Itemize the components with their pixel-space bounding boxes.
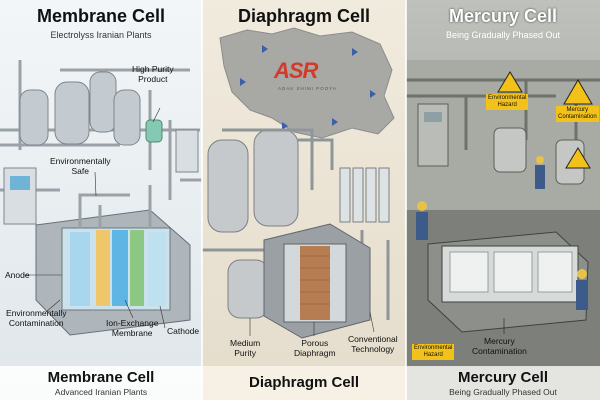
company-logo: ASR ADAK SHIMI POOYA xyxy=(274,58,338,98)
mercury-illustration xyxy=(406,60,600,370)
mercury-footer: Mercury Cell Being Gradually Phased Out xyxy=(406,366,600,400)
diaphragm-title: Diaphragm Cell xyxy=(237,6,371,26)
membrane-illustration xyxy=(0,60,202,336)
label-cathode: Cathode xyxy=(167,326,200,336)
diaphragm-footer: Diaphragm Cell xyxy=(202,366,406,400)
panel-divider-2 xyxy=(405,0,407,400)
workers xyxy=(416,156,588,310)
panel-divider-1 xyxy=(201,0,203,400)
map-arrows xyxy=(240,45,376,130)
label-mercury-contamination-top: Mercury Contamination xyxy=(556,106,599,122)
label-high-purity: High Purity Product xyxy=(132,64,174,84)
label-ion-exchange: Ion-Exchange Membrane xyxy=(106,318,159,338)
mercury-subtitle: Being Gradually Phased Out xyxy=(445,30,561,40)
label-medium-purity: Medium Purity xyxy=(230,338,261,358)
membrane-subtitle: Electrolyss Iranian Plants xyxy=(50,30,152,40)
label-porous-diaphragm: Porous Diaphragm xyxy=(294,338,336,358)
membrane-footer-title: Membrane Cell xyxy=(47,369,155,386)
label-env-contamination: Environmentally Contamination xyxy=(6,308,67,328)
logo-subtext: ADAK SHIMI POOYA xyxy=(278,86,337,91)
diaphragm-footer-title: Diaphragm Cell xyxy=(248,374,360,391)
logo-mark: ASR xyxy=(274,58,318,83)
label-conventional-technology: Conventional Technology xyxy=(348,334,398,354)
label-env-hazard-bottom: Environmental Hazard xyxy=(412,344,455,360)
label-mercury-contamination: Mercury Contamination xyxy=(472,336,527,356)
mercury-footer-subtitle: Being Gradually Phased Out xyxy=(449,387,557,397)
membrane-title: Membrane Cell xyxy=(36,6,166,26)
mercury-title: Mercury Cell xyxy=(448,6,558,26)
membrane-cell-panel: Membrane Cell Electrolyss Iranian Plants… xyxy=(0,0,202,400)
diaphragm-illustration xyxy=(202,27,395,339)
label-anode: Anode xyxy=(5,270,30,280)
label-env-hazard-top: Environmental Hazard xyxy=(486,94,529,110)
diaphragm-cell-panel: Diaphragm Cell ASR ADAK SHIMI POOYA Medi… xyxy=(202,0,406,400)
membrane-footer: Membrane Cell Advanced Iranian Plants xyxy=(0,366,202,400)
membrane-footer-subtitle: Advanced Iranian Plants xyxy=(54,387,148,397)
label-env-safe: Environmentally Safe xyxy=(50,156,111,176)
mercury-cell-panel: Mercury Cell Being Gradually Phased Out … xyxy=(406,0,600,400)
iran-map xyxy=(219,27,395,139)
mercury-footer-title: Mercury Cell xyxy=(457,369,549,386)
